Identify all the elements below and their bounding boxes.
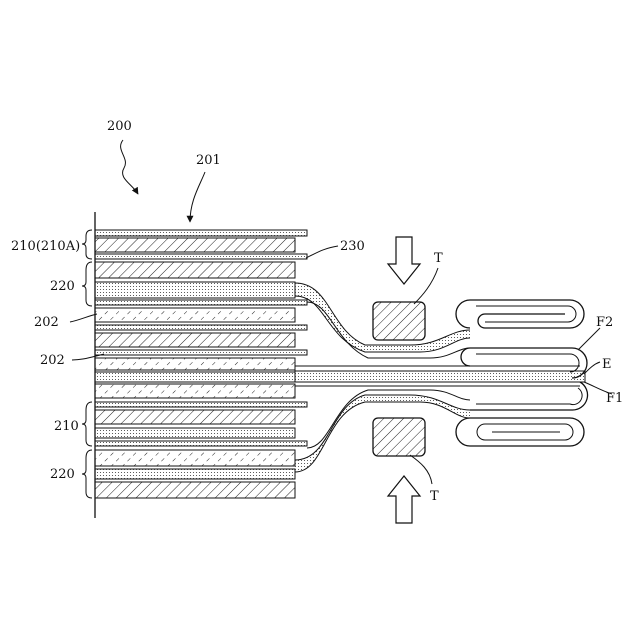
layer-stack (95, 230, 307, 498)
label-E: E (602, 357, 612, 372)
leader-202-upper (70, 314, 97, 322)
leader-201 (190, 172, 205, 222)
up-arrow-icon (388, 476, 420, 523)
leader-T-top (414, 268, 438, 304)
left-braces (82, 230, 92, 498)
label-210A: 210(210A) (11, 239, 80, 254)
label-202-middle: 202 (40, 353, 65, 368)
leader-230 (306, 246, 338, 258)
down-arrow-icon (388, 237, 420, 284)
label-230: 230 (340, 239, 365, 254)
leader-200 (121, 140, 138, 194)
label-210-lower: 210 (54, 419, 79, 434)
leader-F2 (578, 328, 600, 350)
separator-bundle (295, 283, 585, 472)
label-T-top: T (434, 251, 443, 266)
label-F2: F2 (596, 315, 613, 330)
label-201: 201 (196, 153, 221, 168)
label-220-lower: 220 (50, 467, 75, 482)
leader-T-bottom (410, 455, 432, 484)
label-F1: F1 (606, 391, 623, 406)
label-220-upper: 220 (50, 279, 75, 294)
label-T-bottom: T (430, 489, 439, 504)
tool-top (373, 302, 425, 340)
label-202-upper: 202 (34, 315, 59, 330)
label-200: 200 (107, 119, 132, 134)
tool-bottom (373, 418, 425, 456)
